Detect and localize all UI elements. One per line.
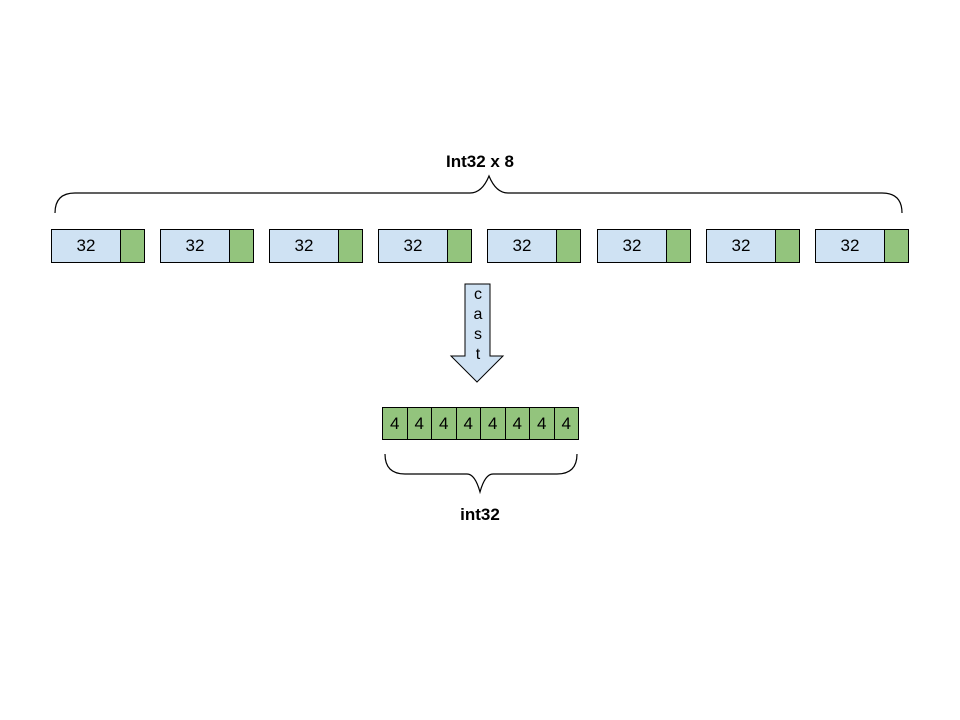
bottom-cell: 4 xyxy=(382,407,408,440)
arrow-letter: a xyxy=(473,306,483,323)
bottom-brace xyxy=(384,453,578,495)
bottom-cell: 4 xyxy=(431,407,457,440)
top-label: Int32 x 8 xyxy=(445,152,515,171)
block-1-tag xyxy=(120,229,145,263)
bottom-cell: 4 xyxy=(553,407,579,440)
block-6-tag xyxy=(666,229,691,263)
arrow-letter: c xyxy=(474,286,482,303)
block-7-value: 32 xyxy=(706,229,776,263)
block-8-tag xyxy=(884,229,909,263)
block-4-value: 32 xyxy=(378,229,448,263)
block-2-value: 32 xyxy=(160,229,230,263)
bottom-cell: 4 xyxy=(504,407,530,440)
block-3-tag xyxy=(338,229,363,263)
block-7-tag xyxy=(775,229,800,263)
bottom-label: int32 xyxy=(460,505,500,524)
block-3-value: 32 xyxy=(269,229,339,263)
arrow-letter: s xyxy=(474,326,482,343)
bottom-cell: 4 xyxy=(480,407,506,440)
block-5-tag xyxy=(556,229,581,263)
block-5-value: 32 xyxy=(487,229,557,263)
block-4-tag xyxy=(447,229,472,263)
block-8-value: 32 xyxy=(815,229,885,263)
bottom-cell: 4 xyxy=(529,407,555,440)
block-2-tag xyxy=(229,229,254,263)
bottom-cell: 4 xyxy=(406,407,432,440)
top-brace xyxy=(54,174,903,214)
arrow-letter: t xyxy=(475,346,481,363)
cast-arrow xyxy=(449,283,505,383)
block-1-value: 32 xyxy=(51,229,121,263)
block-6-value: 32 xyxy=(597,229,667,263)
bottom-cell: 4 xyxy=(455,407,481,440)
